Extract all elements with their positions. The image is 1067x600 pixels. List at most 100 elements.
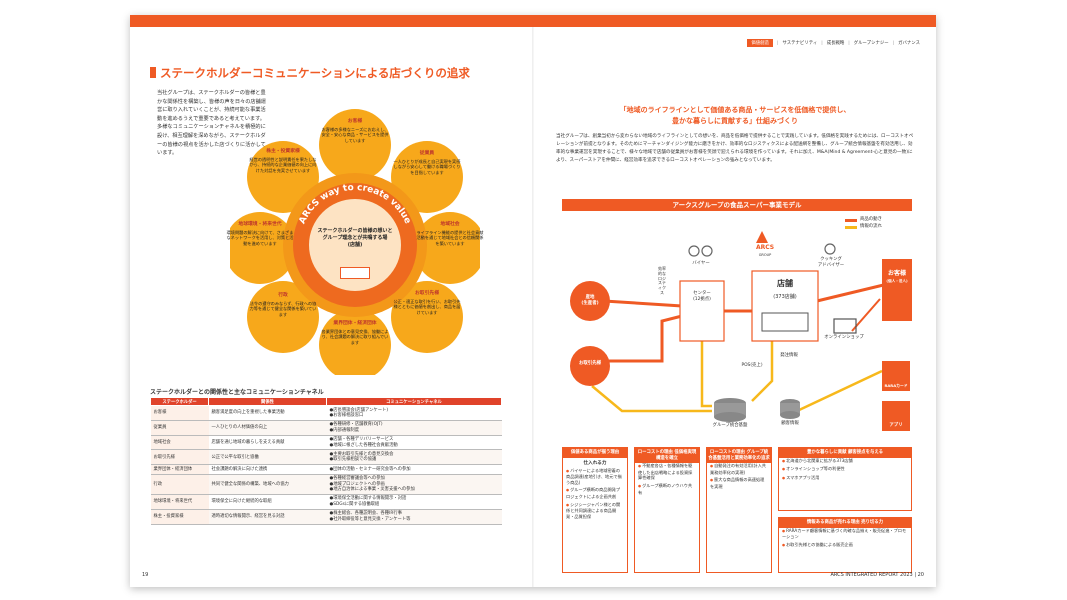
legend-goods-label: 商品の動き	[860, 217, 882, 222]
app-label: アプリ	[889, 423, 903, 428]
table-cell: 顧客満足度の向上を重視した事業活動	[208, 405, 327, 421]
store-icon	[340, 267, 370, 279]
page-spine	[532, 27, 534, 587]
table-cell: ●主要お取引先様との意見交換会 ●取引先様相談での協議	[326, 449, 502, 466]
value-box-list: RARAカード顧客情報に基づく的確な品揃え・販売促進・プロモーションお取引先様と…	[779, 528, 911, 549]
value-box: 豊かな暮らしに貢献 顧客接点を与える北海道から北関東に拡がる373店舗オンライン…	[778, 447, 912, 511]
list-item: シジシージャパン様との関係と共同調達による商品開発・品質担保	[566, 502, 624, 520]
logistics-label: 効率的なロジスティクス	[658, 266, 666, 295]
value-box-heading: 豊かな暮らしに貢献 顧客接点を与える	[779, 448, 911, 458]
petal-label-employees: 従業員一人ひとりが成長と自己実現を実感しながら安心して働ける職場づくりを目指して…	[393, 151, 461, 175]
core-label: ステークホルダーの皆様の想いとグループ理念とが共鳴する場(店舗)	[317, 228, 393, 248]
supplier-node	[570, 346, 610, 386]
nav-item-value-creation[interactable]: 価値創造	[747, 39, 773, 47]
petal-government	[247, 281, 319, 353]
petal-label-government: 行政法令の遵守のみならず、行政への協力等を通じて健全な関係を築いています	[249, 293, 317, 317]
laptop-icon	[833, 318, 857, 334]
list-item: オンラインショップ等の利便性	[782, 466, 908, 473]
section-nav: 価値創造 | サステナビリティ | 成長戦略 | グループシナジー | ガバナン…	[747, 39, 920, 47]
petal-suppliers	[391, 281, 463, 353]
customer-sub-label: (個人・法人)	[886, 279, 908, 283]
page-number-right: ARCS INTEGRATED REPORT 2023 | 20	[830, 572, 924, 578]
nav-item-sustainability[interactable]: サステナビリティ	[782, 41, 818, 46]
value-box-heading: 価値ある商品が揃う理由	[563, 448, 627, 458]
top-accent-bar	[130, 15, 936, 27]
list-item: スマホアプリ活用	[782, 475, 908, 482]
origin-node	[570, 281, 610, 321]
customer-db-label: 顧客情報	[781, 421, 799, 426]
table-cell: 公正で公平な取引と協働	[208, 449, 327, 466]
supplier-label: お取引先様	[579, 361, 601, 366]
arrow-supplier-center	[604, 314, 683, 363]
nav-item-governance[interactable]: ガバナンス	[898, 41, 920, 46]
pos-label: POS(売上)	[741, 363, 763, 368]
info-customer-db	[796, 369, 883, 413]
petal-shareholders	[247, 141, 319, 213]
table-cell: ●各種研修・店舗教育(OJT) ●内部通報制度	[326, 420, 502, 436]
table-cell: お客様	[150, 405, 209, 421]
online-shop-label: オンラインショップ	[824, 335, 864, 340]
intro-paragraph: 当社グループは、ステークホルダーの皆様と豊かな関係性を構築し、皆様の声を日々の店…	[157, 90, 266, 157]
page-number-left: 19	[142, 572, 149, 578]
table-cell: 従業員	[150, 420, 209, 436]
page-title: ステークホルダーコミュニケーションによる店づくりの追求	[150, 65, 520, 81]
arrow-store-customer	[816, 281, 893, 303]
table-cell: 業界団体・経済団体	[150, 464, 209, 475]
cooking-advisor-icon	[824, 243, 836, 255]
petal-label-environment: 地球環境・将来世代環境問題の解決に向けて、さまざまなネットワークを活用し、対策と…	[226, 222, 294, 246]
origin-label: 産地(生産者)	[581, 295, 599, 306]
col-stakeholder: ステークホルダー	[150, 397, 209, 406]
list-item: 北海道から北関東に拡がる373店舗	[782, 458, 908, 465]
table-cell: 共同で健全な関係の構築、地域への協力	[208, 474, 327, 495]
value-box: 情報ある商品が売れる理由 売り切る力RARAカード顧客情報に基づく的確な品揃え・…	[778, 517, 912, 573]
legend-info-swatch	[845, 226, 857, 229]
value-box-list: 北海道から北関東に拡がる373店舗オンラインショップ等の利便性スマホアプリ活用	[779, 458, 911, 482]
table-row: 株主・投資家様適時適切な情報開示、経営を見る対話●株主総会、各種説明会、各種IR…	[150, 509, 502, 525]
table-header-row: ステークホルダー 関係性 コミュニケーションチャネル	[150, 397, 502, 406]
app-node	[882, 401, 910, 431]
petal-customers	[319, 109, 391, 181]
nav-item-synergy[interactable]: グループシナジー	[853, 41, 889, 46]
value-box: 価値ある商品が揃う理由仕入れる力バイヤーによる地域密着の商品調達(産地引き、地元…	[562, 447, 628, 573]
petal-label-community: 地域社会ライフライン機能の提供と社会貢献活動を通じて地域社会との信頼関係を築いて…	[416, 222, 484, 246]
table-row: 行政共同で健全な関係の構築、地域への協力●各種経営審議会等への参加 ●地域プロジ…	[150, 474, 502, 495]
table-row: お客様顧客満足度の向上を重視した事業活動●店長懇談会(店舗アンケート) ●お客様…	[150, 405, 502, 421]
store-roof	[761, 312, 809, 332]
right-page: 価値創造 | サステナビリティ | 成長戦略 | グループシナジー | ガバナン…	[534, 27, 936, 587]
stakeholder-table: ステークホルダー 関係性 コミュニケーションチャネル お客様顧客満足度の向上を重…	[150, 397, 502, 525]
legend-info-label: 情報の流れ	[860, 224, 882, 229]
customer-node	[882, 259, 912, 321]
petals	[230, 109, 480, 375]
value-box-heading: ローコストの理由 グループ統合基盤活用と業務効率化の追求	[707, 448, 771, 464]
petal-community	[414, 212, 480, 284]
table-cell: ●店舗・各種デリバリーサービス ●地域に根ざした各種社会貢献活動	[326, 435, 502, 451]
left-page: ステークホルダーコミュニケーションによる店づくりの追求 当社グループは、ステーク…	[130, 27, 532, 587]
info-store-db	[751, 341, 774, 402]
model-title-bar: アークスグループの食品スーパー事業モデル	[562, 199, 912, 211]
list-item: RARAカード顧客情報に基づく的確な品揃え・販売促進・プロモーション	[782, 528, 908, 540]
arrow-online-customer	[851, 298, 881, 332]
list-item: グループ横断の商品開発プロジェクトによる企画共創	[566, 487, 624, 499]
store-count-label: (373店舗)	[773, 294, 797, 300]
arcs-logo-mark	[756, 231, 768, 243]
table-cell: ●環境保全活動に関する情報開示・対話 ●SDGsに関する協働取組	[326, 494, 502, 510]
table-row: 地域社会店舗を通じ地域の暮らしを支える貢献●店舗・各種デリバリーサービス ●地域…	[150, 435, 502, 451]
nav-item-growth[interactable]: 成長戦略	[826, 41, 845, 46]
right-body-text: 当社グループは、創業当初から変わらない地域のライフラインとしての想いを、商品を低…	[556, 134, 914, 163]
table-cell: 株主・投資家様	[150, 509, 209, 525]
col-channel: コミュニケーションチャネル	[326, 397, 502, 406]
list-item: 自動発注の有効活用(計入共業務効率化の実現)	[710, 463, 768, 475]
business-model-diagram: 商品の動き 情報の流れ 産地(生産者) お取引先様 バイヤー ARCS GROU…	[562, 211, 912, 455]
value-box: ローコストの理由 低価格実現構造を確立不動産各店・各種情報を駆使した出店戦略によ…	[634, 447, 700, 573]
store-label: 店舗	[777, 279, 793, 288]
table-cell: 店舗を通じ地域の暮らしを支える貢献	[208, 435, 327, 451]
arcs-logo-label: ARCS	[755, 244, 775, 251]
group-db-label: グループ統合基盤	[712, 423, 748, 428]
rara-card-label: RARAカード	[884, 383, 908, 388]
table-cell: 地球環境・将来世代	[150, 494, 209, 510]
list-item: お取引先様との協働による販売企画	[782, 542, 908, 549]
table-cell: 地域社会	[150, 435, 209, 451]
table-cell: ●店長懇談会(店舗アンケート) ●お客様相談窓口	[326, 405, 502, 421]
petal-label-suppliers: お取引先様公正・適正な取引を行い、お取引先様とともに価値を創出し、商品を届けてい…	[393, 291, 461, 315]
buyer-icon	[688, 245, 700, 257]
